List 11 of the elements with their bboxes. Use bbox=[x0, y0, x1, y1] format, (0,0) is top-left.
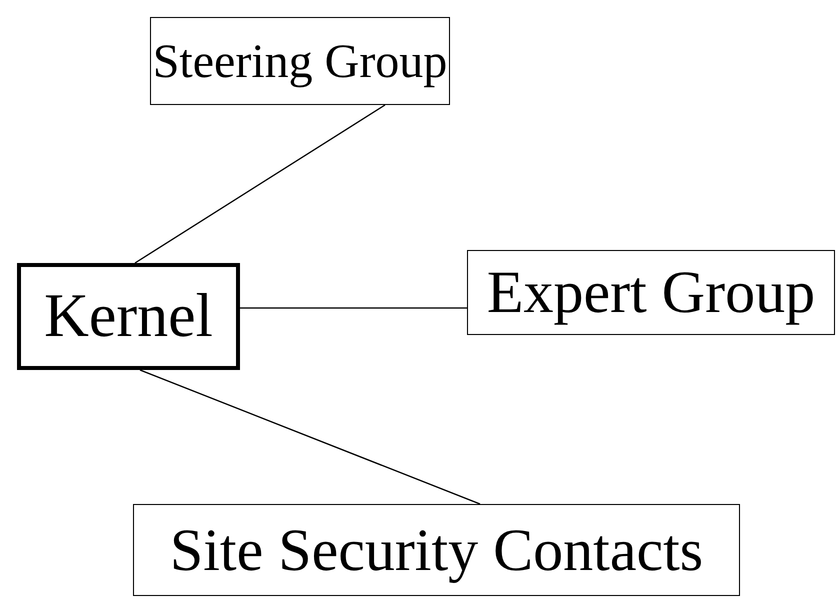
connector-line bbox=[140, 369, 480, 505]
node-label: Site Security Contacts bbox=[170, 516, 704, 584]
node-label: Steering Group bbox=[152, 34, 448, 88]
node-box bbox=[133, 504, 740, 596]
node-label: Expert Group bbox=[486, 258, 816, 327]
connector-line bbox=[240, 307, 467, 309]
node-label: Kernel bbox=[44, 281, 213, 352]
node-box bbox=[467, 250, 835, 335]
node-box bbox=[150, 17, 450, 105]
node-box bbox=[17, 263, 240, 370]
connector-line bbox=[134, 104, 386, 264]
